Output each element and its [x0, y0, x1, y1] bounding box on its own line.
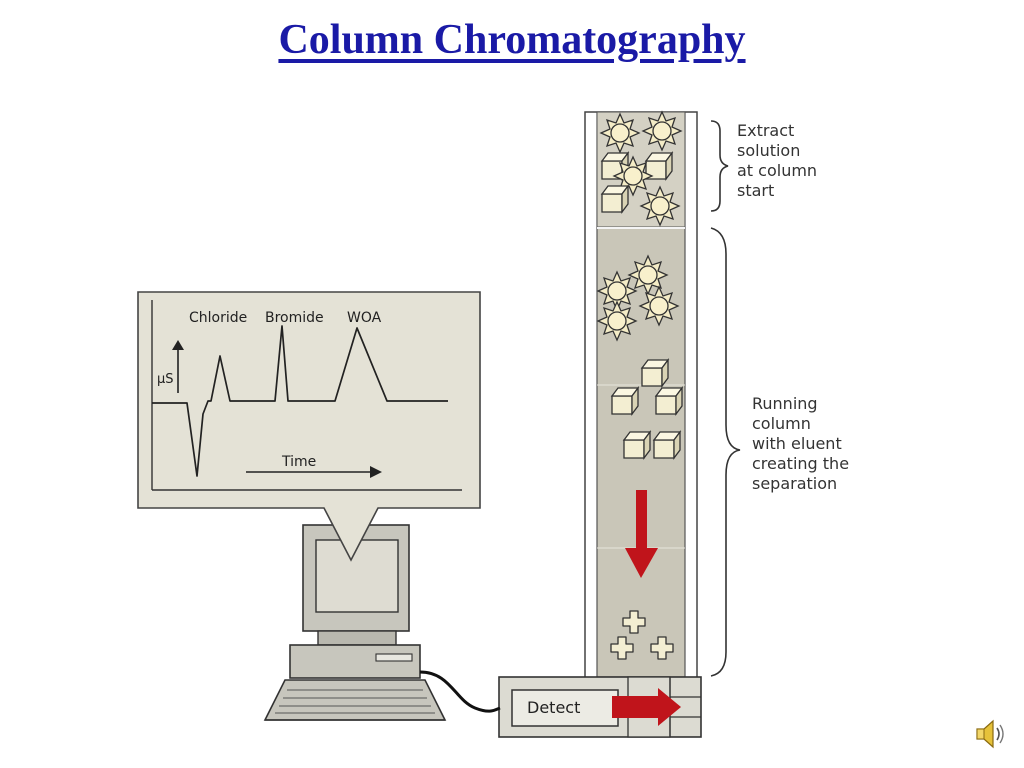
running-column-label: Running column with eluent creating the … — [752, 394, 850, 493]
flow-arrow — [625, 490, 658, 578]
computer — [263, 524, 501, 721]
chromatogram-trace — [152, 325, 448, 477]
extract-solution-label: Extract solution at column start — [737, 121, 818, 200]
peak-label-chloride: Chloride — [189, 310, 248, 326]
peak-label-bromide: Bromide — [265, 310, 324, 326]
slide-title: Column Chromatography — [278, 17, 746, 63]
x-axis-label: Time — [282, 454, 317, 470]
y-axis-label: µS — [157, 372, 174, 387]
speaker-icon[interactable] — [974, 717, 1008, 751]
chromatogram-callout — [137, 291, 481, 562]
brace-running — [710, 227, 741, 677]
detect-label: Detect — [527, 698, 581, 717]
brace-extract — [710, 120, 729, 212]
peak-label-woa: WOA — [347, 310, 382, 326]
detector — [498, 676, 702, 738]
